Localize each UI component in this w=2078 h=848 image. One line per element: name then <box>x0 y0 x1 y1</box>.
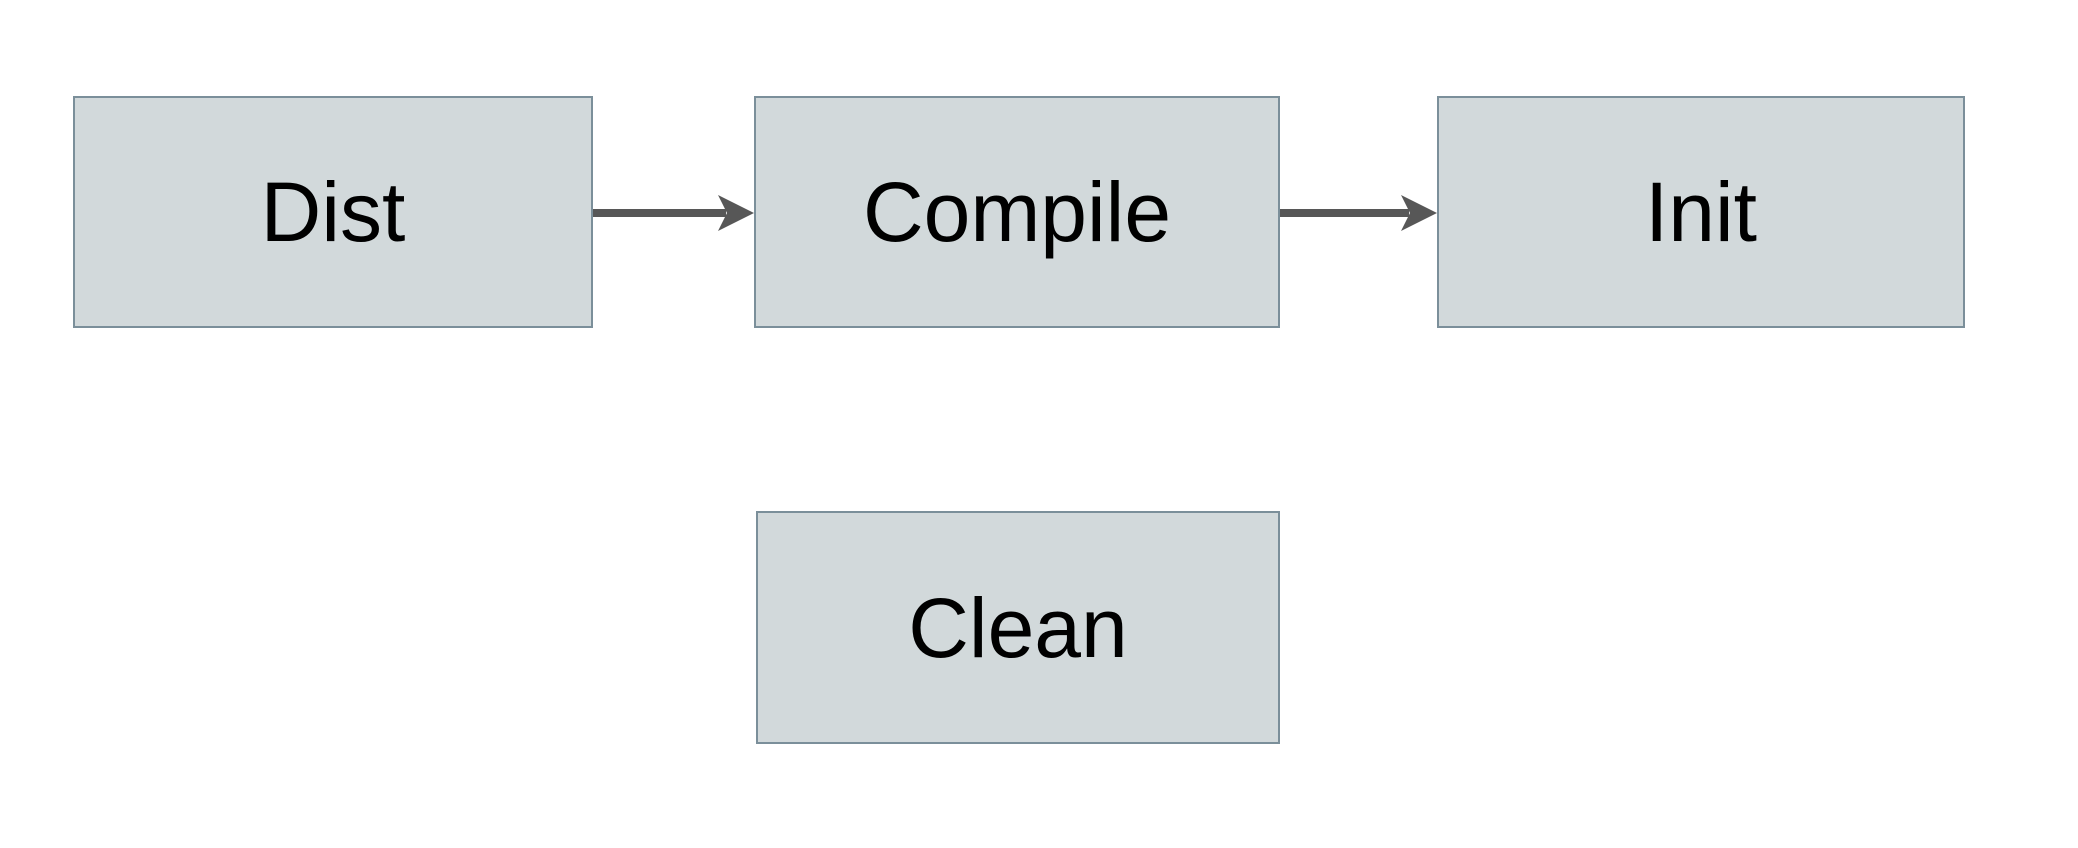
node-clean-label: Clean <box>908 580 1128 675</box>
arrow-compile-to-init[interactable] <box>1280 192 1437 234</box>
arrowhead-icon <box>718 195 754 231</box>
arrowhead-icon <box>1401 195 1437 231</box>
node-dist-label: Dist <box>260 165 406 259</box>
node-dist[interactable]: Dist <box>73 96 593 328</box>
node-init-label: Init <box>1644 165 1758 259</box>
node-compile[interactable]: Compile <box>754 96 1280 328</box>
node-clean[interactable]: Clean <box>756 511 1280 744</box>
arrow-dist-to-compile[interactable] <box>593 192 754 234</box>
node-init[interactable]: Init <box>1437 96 1965 328</box>
node-compile-label: Compile <box>862 165 1172 259</box>
